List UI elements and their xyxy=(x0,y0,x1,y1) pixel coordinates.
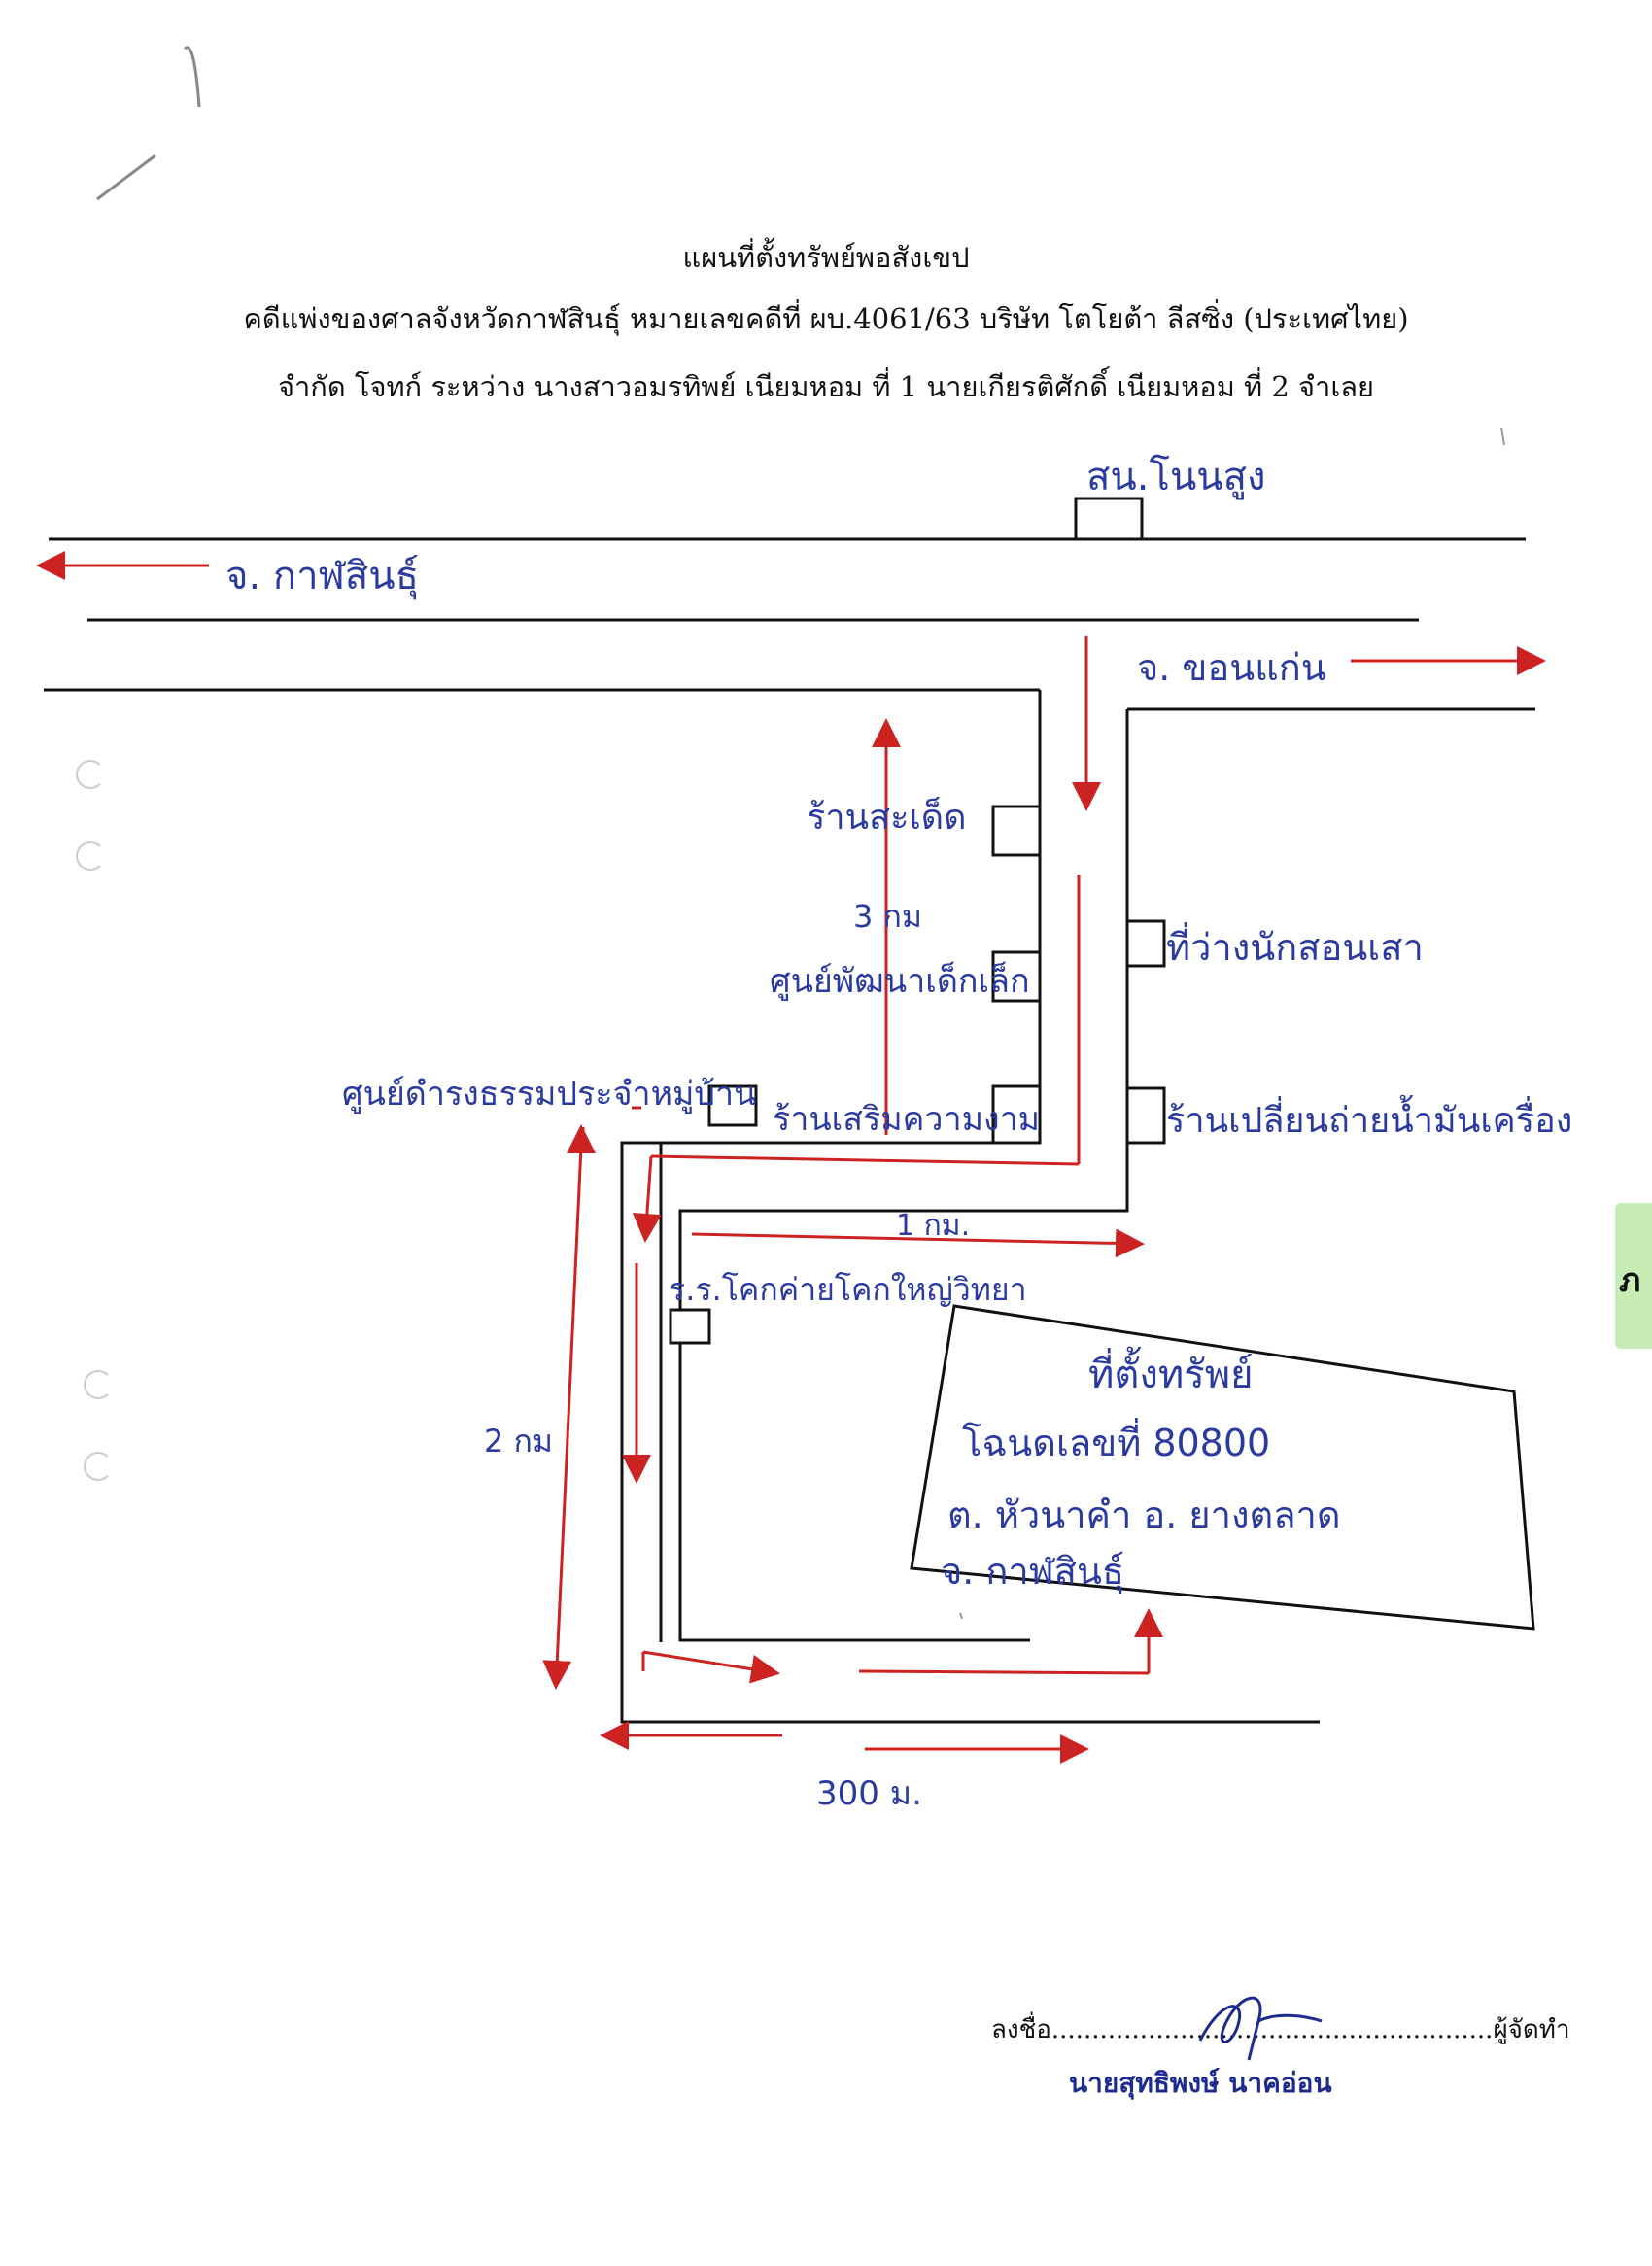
map-title: แผนที่ตั้งทรัพย์พอสังเขป xyxy=(682,241,970,274)
label-school: ร.ร.โคกค่ายโคกใหญ่วิทยา xyxy=(669,1271,1027,1308)
punch-hole xyxy=(76,760,105,789)
label-lot-right: ที่ว่างนักสอนเสา xyxy=(1166,926,1424,969)
label-oil-shop: ร้านเปลี่ยนถ่ายน้ำมันเครื่อง xyxy=(1166,1101,1573,1141)
property-parcel xyxy=(910,1304,1535,1631)
label-deed-number: โฉนดเลขที่ 80800 xyxy=(962,1422,1271,1464)
label-distance-2km: 2 กม xyxy=(484,1423,553,1459)
label-distance-3km: 3 กม xyxy=(853,898,922,935)
scan-marks xyxy=(959,427,1505,1620)
staple-mark xyxy=(96,46,201,201)
landmark-boxes xyxy=(669,805,1166,1345)
punch-hole xyxy=(76,841,105,871)
label-distance-1km: 1 กม. xyxy=(896,1209,971,1243)
label-property-title: ที่ตั้งทรัพย์ xyxy=(1088,1353,1254,1397)
label-province: จ. กาฬสินธุ์ xyxy=(941,1550,1125,1593)
label-police-station: สน.โนนสูง xyxy=(1086,455,1266,499)
side-index-tab: ภ xyxy=(1615,1203,1652,1349)
punch-hole xyxy=(84,1370,113,1399)
case-line-1: คดีแพ่งของศาลจังหวัดกาฬสินธุ์ หมายเลขคดี… xyxy=(243,302,1409,335)
punch-hole xyxy=(84,1452,113,1481)
label-beauty-shop: ร้านเสริมความงาม xyxy=(773,1100,1041,1139)
tab-glyph: ภ xyxy=(1619,1261,1641,1300)
label-subdistrict: ต. หัวนาคำ อ. ยางตลาด xyxy=(947,1494,1341,1536)
route-arrows xyxy=(36,551,1546,1764)
label-kalasin-road: จ. กาฬสินธุ์ xyxy=(225,554,420,599)
label-child-center: ศูนย์พัฒนาเด็กเล็ก xyxy=(770,962,1030,1001)
case-line-2: จำกัด โจทก์ ระหว่าง นางสาวอมรทิพย์ เนียม… xyxy=(277,370,1375,403)
main-road xyxy=(44,537,1535,711)
label-landmark-shop-1: ร้านสะเด็ด xyxy=(807,798,967,838)
signature-line: ลงชื่อ..................................… xyxy=(991,2015,1570,2044)
label-distance-300m: 300 ม. xyxy=(816,1774,922,1813)
signer-name: นายสุทธิพงษ์ นาคอ่อน xyxy=(1069,2067,1332,2099)
police-station-box xyxy=(1074,497,1144,541)
signature-scribble xyxy=(1198,1996,1323,2061)
label-khon-kaen-road: จ. ขอนแก่น xyxy=(1137,646,1326,689)
label-community-center: ศูนย์ดำรงธรรมประจำหมู่บ้าน xyxy=(342,1075,757,1114)
